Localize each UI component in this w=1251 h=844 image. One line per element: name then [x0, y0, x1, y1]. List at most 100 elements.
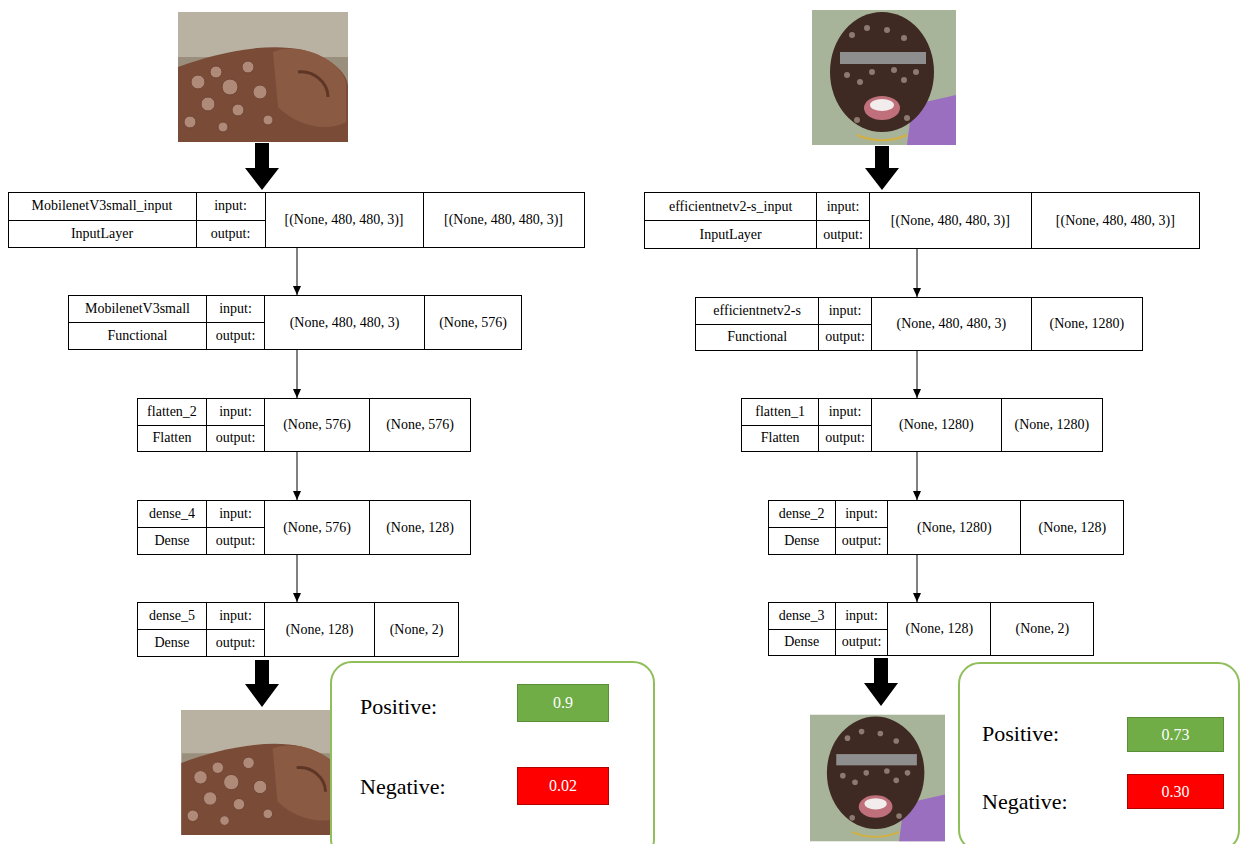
shape-cell: (None, 576) — [370, 399, 470, 451]
layer-arrow — [913, 249, 921, 297]
io-label: output: — [817, 220, 869, 248]
layer-arrow — [293, 555, 301, 602]
result-panel: Positive:Negative:0.730.30 — [958, 662, 1240, 844]
io-cell: input:output: — [819, 298, 872, 350]
name-cell: efficientnetv2-s_inputInputLayer — [645, 193, 817, 248]
shape-cell: (None, 128) — [265, 603, 375, 656]
name-cell: flatten_2Flatten — [138, 399, 207, 451]
layer-box: MobilenetV3small_inputInputLayerinput:ou… — [8, 192, 585, 248]
layer-box: dense_2Denseinput:output:(None, 1280)(No… — [768, 500, 1125, 555]
layer-class: InputLayer — [645, 220, 816, 248]
layer-name: dense_3 — [769, 603, 835, 629]
io-label: output: — [819, 425, 871, 452]
layer-arrow — [913, 452, 921, 500]
layer-box: dense_4Denseinput:output:(None, 576)(Non… — [137, 500, 471, 555]
io-label: output: — [836, 629, 888, 656]
name-cell: efficientnetv2-sFunctional — [696, 298, 819, 350]
layer-box: efficientnetv2-sFunctionalinput:output:(… — [695, 297, 1143, 351]
layer-name: MobilenetV3small — [69, 296, 206, 322]
output-shape: (None, 1280) — [1032, 298, 1142, 350]
layer-box: efficientnetv2-s_inputInputLayerinput:ou… — [644, 192, 1200, 249]
name-cell: dense_4Dense — [138, 501, 207, 554]
shape-cell: (None, 1280) — [1032, 298, 1142, 350]
io-cell: input:output: — [819, 399, 872, 451]
name-cell: MobilenetV3small_inputInputLayer — [9, 193, 197, 247]
output-shape: (None, 576) — [425, 296, 521, 349]
layer-arrow — [293, 248, 301, 295]
shape-cell: [(None, 480, 480, 3)] — [424, 193, 584, 247]
io-label: input: — [836, 501, 888, 527]
layer-class: Flatten — [138, 425, 206, 452]
layer-class: Dense — [769, 629, 835, 656]
layer-name: efficientnetv2-s_input — [645, 193, 816, 220]
name-cell: MobilenetV3smallFunctional — [69, 296, 207, 349]
shape-cell: (None, 1280) — [872, 399, 1002, 451]
output-shape: (None, 128) — [370, 501, 470, 554]
input-shape: (None, 576) — [265, 501, 369, 554]
layer-name: flatten_1 — [742, 399, 818, 425]
layer-class: Dense — [769, 527, 835, 554]
score-box: 0.30 — [1127, 774, 1224, 809]
io-label: output: — [207, 527, 264, 554]
io-cell: input:output: — [207, 603, 265, 656]
shape-cell: (None, 576) — [265, 399, 370, 451]
io-label: input: — [819, 399, 871, 425]
layer-box: flatten_1Flatteninput:output:(None, 1280… — [741, 398, 1103, 452]
shape-cell: [(None, 480, 480, 3)] — [870, 193, 1032, 248]
output-shape: (None, 128) — [1021, 501, 1123, 554]
io-label: input: — [817, 193, 869, 220]
layer-name: MobilenetV3small_input — [9, 193, 196, 220]
name-cell: flatten_1Flatten — [742, 399, 819, 451]
input-shape: (None, 1280) — [872, 399, 1001, 451]
layer-box: dense_5Denseinput:output:(None, 128)(Non… — [137, 602, 459, 657]
io-cell: input:output: — [207, 399, 265, 451]
layer-class: Dense — [138, 629, 206, 656]
layer-box: flatten_2Flatteninput:output:(None, 576)… — [137, 398, 471, 452]
shape-cell: (None, 128) — [888, 603, 991, 655]
io-label: output: — [207, 322, 264, 349]
score-box: 0.73 — [1127, 717, 1224, 752]
input-shape: (None, 128) — [888, 603, 990, 655]
io-cell: input:output: — [207, 296, 265, 349]
input-shape: (None, 1280) — [888, 501, 1020, 554]
score-value: 0.02 — [549, 777, 577, 795]
shape-cell: (None, 480, 480, 3) — [265, 296, 425, 349]
name-cell: dense_5Dense — [138, 603, 207, 656]
layer-arrow — [293, 350, 301, 398]
shape-cell: (None, 576) — [425, 296, 521, 349]
io-label: output: — [207, 629, 264, 656]
input-shape: (None, 576) — [265, 399, 369, 451]
output-shape: [(None, 480, 480, 3)] — [1032, 193, 1199, 248]
name-cell: dense_2Dense — [769, 501, 836, 554]
layer-name: efficientnetv2-s — [696, 298, 818, 324]
io-cell: input:output: — [197, 193, 266, 247]
io-label: output: — [197, 220, 265, 248]
shape-cell: (None, 1280) — [888, 501, 1021, 554]
shape-cell: (None, 576) — [265, 501, 370, 554]
io-label: input: — [197, 193, 265, 220]
layer-class: Dense — [138, 527, 206, 554]
layer-arrow — [293, 452, 301, 500]
layer-class: Functional — [69, 322, 206, 349]
score-value: 0.9 — [553, 694, 573, 712]
input-shape: (None, 480, 480, 3) — [872, 298, 1031, 350]
layer-name: dense_5 — [138, 603, 206, 629]
shape-cell: (None, 128) — [1021, 501, 1123, 554]
layer-name: dense_2 — [769, 501, 835, 527]
input-shape: [(None, 480, 480, 3)] — [870, 193, 1031, 248]
input-shape: (None, 480, 480, 3) — [265, 296, 424, 349]
io-cell: input:output: — [817, 193, 870, 248]
io-label: output: — [207, 425, 264, 452]
io-cell: input:output: — [836, 603, 889, 655]
layer-class: Flatten — [742, 425, 818, 452]
io-label: input: — [836, 603, 888, 629]
class-label: Negative: — [360, 774, 446, 800]
layer-class: InputLayer — [9, 220, 196, 248]
io-label: input: — [207, 296, 264, 322]
shape-cell: [(None, 480, 480, 3)] — [1032, 193, 1199, 248]
shape-cell: (None, 2) — [991, 603, 1093, 655]
shape-cell: (None, 480, 480, 3) — [872, 298, 1032, 350]
output-shape: (None, 576) — [370, 399, 470, 451]
layer-arrow — [913, 351, 921, 398]
io-label: output: — [819, 324, 871, 351]
